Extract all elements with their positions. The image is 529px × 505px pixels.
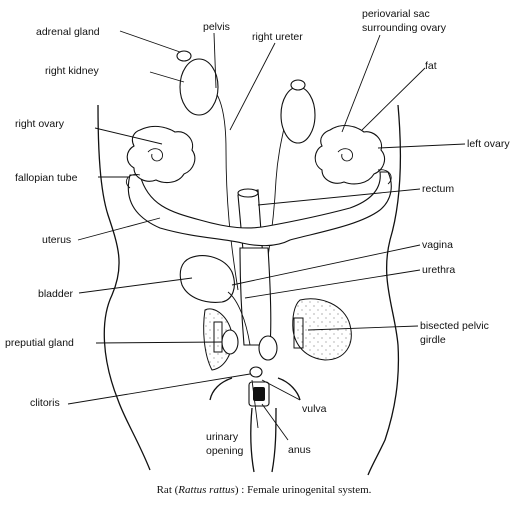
left-fallopian-tube [377,169,392,185]
label-uterus: uterus [42,234,71,246]
urethra [227,291,251,346]
body-outline-right [367,104,402,476]
label-adrenal-gland: adrenal gland [36,26,100,38]
preputial-gland-left [221,329,239,355]
label-rectum: rectum [422,183,454,195]
label-right-ovary: right ovary [15,118,65,130]
right-fallopian-tube [126,174,141,189]
right-ovary-coil [147,148,163,162]
tail-right [271,407,277,473]
label-right-kidney: right kidney [45,65,99,77]
label-right-ureter: right ureter [252,31,303,43]
label-clitoris: clitoris [30,397,60,409]
preputial-gland-right [258,335,278,361]
uterus [127,171,392,247]
left-ovary-coil [337,148,353,162]
left-adrenal-gland [290,79,306,91]
bladder [179,255,235,303]
label-bladder: bladder [38,288,74,300]
label-vagina: vagina [422,239,453,251]
body-lower-right [277,377,301,401]
label-pelvis: pelvis [203,21,230,33]
tail-left [250,407,255,473]
right-ovary [126,125,196,184]
rectum-top [237,188,259,198]
label-fat: fat [425,60,437,72]
label-vulva: vulva [302,403,327,415]
left-kidney [280,86,316,144]
figure-caption: Rat (Rattus rattus) : Female urinogenita… [157,484,372,496]
pelvic-bisect-right [293,317,304,349]
label-bisected-pelvic-1: bisected pelvic [420,320,489,332]
label-urinary-2: opening [206,445,244,457]
label-preputial-gland: preputial gland [5,337,74,349]
label-periovarial-sac-2: surrounding ovary [362,22,447,34]
label-left-ovary: left ovary [467,138,510,150]
body-outline-left [97,104,151,471]
label-bisected-pelvic-2: girdle [420,334,446,346]
leader-lines [67,30,466,441]
clitoris [249,366,263,378]
anus-inner [253,387,265,401]
label-urinary-1: urinary [206,431,239,443]
right-kidney [179,58,219,116]
label-fallopian-tube: fallopian tube [15,172,78,184]
left-ovary [314,124,386,185]
right-adrenal-gland [176,50,192,62]
label-periovarial-sac-1: periovarial sac [362,8,430,20]
label-anus: anus [288,444,311,456]
body-lower-left [209,377,233,401]
right-ureter [213,89,239,291]
label-urethra: urethra [422,264,455,276]
